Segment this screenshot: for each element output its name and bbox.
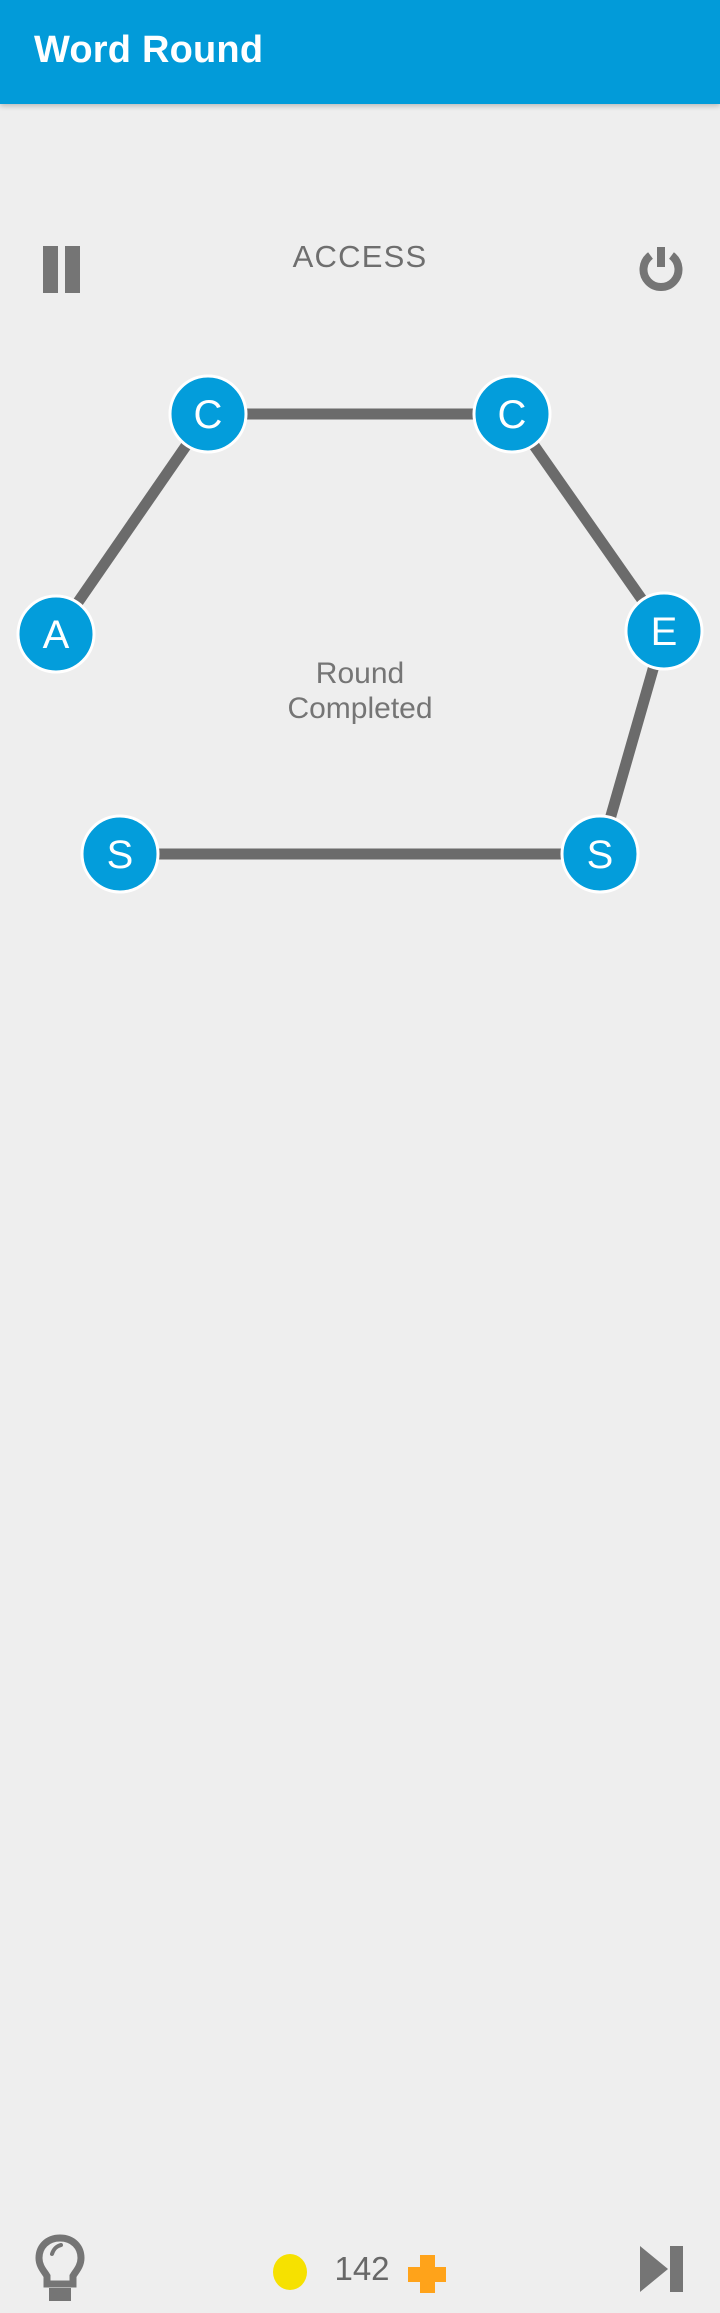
node-layer: C C E S S A <box>16 374 704 894</box>
hint-button[interactable] <box>30 2232 90 2308</box>
letter-node-c[interactable]: C <box>472 374 552 454</box>
node-letter: A <box>43 613 70 657</box>
plus-icon-vertical <box>420 2255 435 2293</box>
letter-node-a[interactable]: A <box>16 594 96 674</box>
add-coins-button[interactable] <box>408 2255 446 2293</box>
edge-layer <box>51 408 670 860</box>
node-circle <box>16 594 96 674</box>
word-graph: C C E S S A <box>16 374 704 894</box>
letter-node-c[interactable]: C <box>168 374 248 454</box>
app-title: Word Round <box>34 29 264 71</box>
coin-balance: 142 <box>270 2246 460 2298</box>
pause-button[interactable] <box>36 246 84 294</box>
node-circle <box>472 374 552 454</box>
node-letter: C <box>194 393 223 437</box>
sub-header: ACCESS <box>0 104 720 293</box>
puzzle-board: C C E S S A Round Completed <box>0 204 720 1104</box>
node-circle <box>560 814 640 894</box>
lightbulb-icon <box>35 2234 85 2301</box>
coin-count: 142 <box>334 2250 390 2287</box>
coin-icon <box>273 2254 307 2290</box>
edge-c-e <box>507 410 669 635</box>
current-word-label: ACCESS <box>292 239 428 274</box>
node-circle <box>80 814 160 894</box>
node-circle <box>168 374 248 454</box>
status-line-2: Completed <box>287 692 433 725</box>
node-letter: S <box>107 833 134 877</box>
skip-next-icon <box>640 2246 683 2292</box>
letter-node-s[interactable]: S <box>560 814 640 894</box>
node-letter: E <box>651 610 678 654</box>
node-circle <box>624 591 704 671</box>
node-letter: C <box>498 393 527 437</box>
power-button[interactable] <box>636 244 686 294</box>
pause-icon <box>43 246 58 293</box>
bottom-bar: 142 <box>0 1104 720 2301</box>
app-bar: Word Round <box>0 0 720 104</box>
pause-icon-bar-2 <box>65 246 80 293</box>
letter-node-e[interactable]: E <box>624 591 704 671</box>
edge-a-c <box>51 410 213 638</box>
status-line-1: Round <box>315 657 405 690</box>
round-status-message: Round Completed <box>0 656 720 726</box>
next-round-button[interactable] <box>634 2240 690 2298</box>
letter-node-s[interactable]: S <box>80 814 160 894</box>
power-icon <box>639 247 683 291</box>
node-letter: S <box>587 833 614 877</box>
